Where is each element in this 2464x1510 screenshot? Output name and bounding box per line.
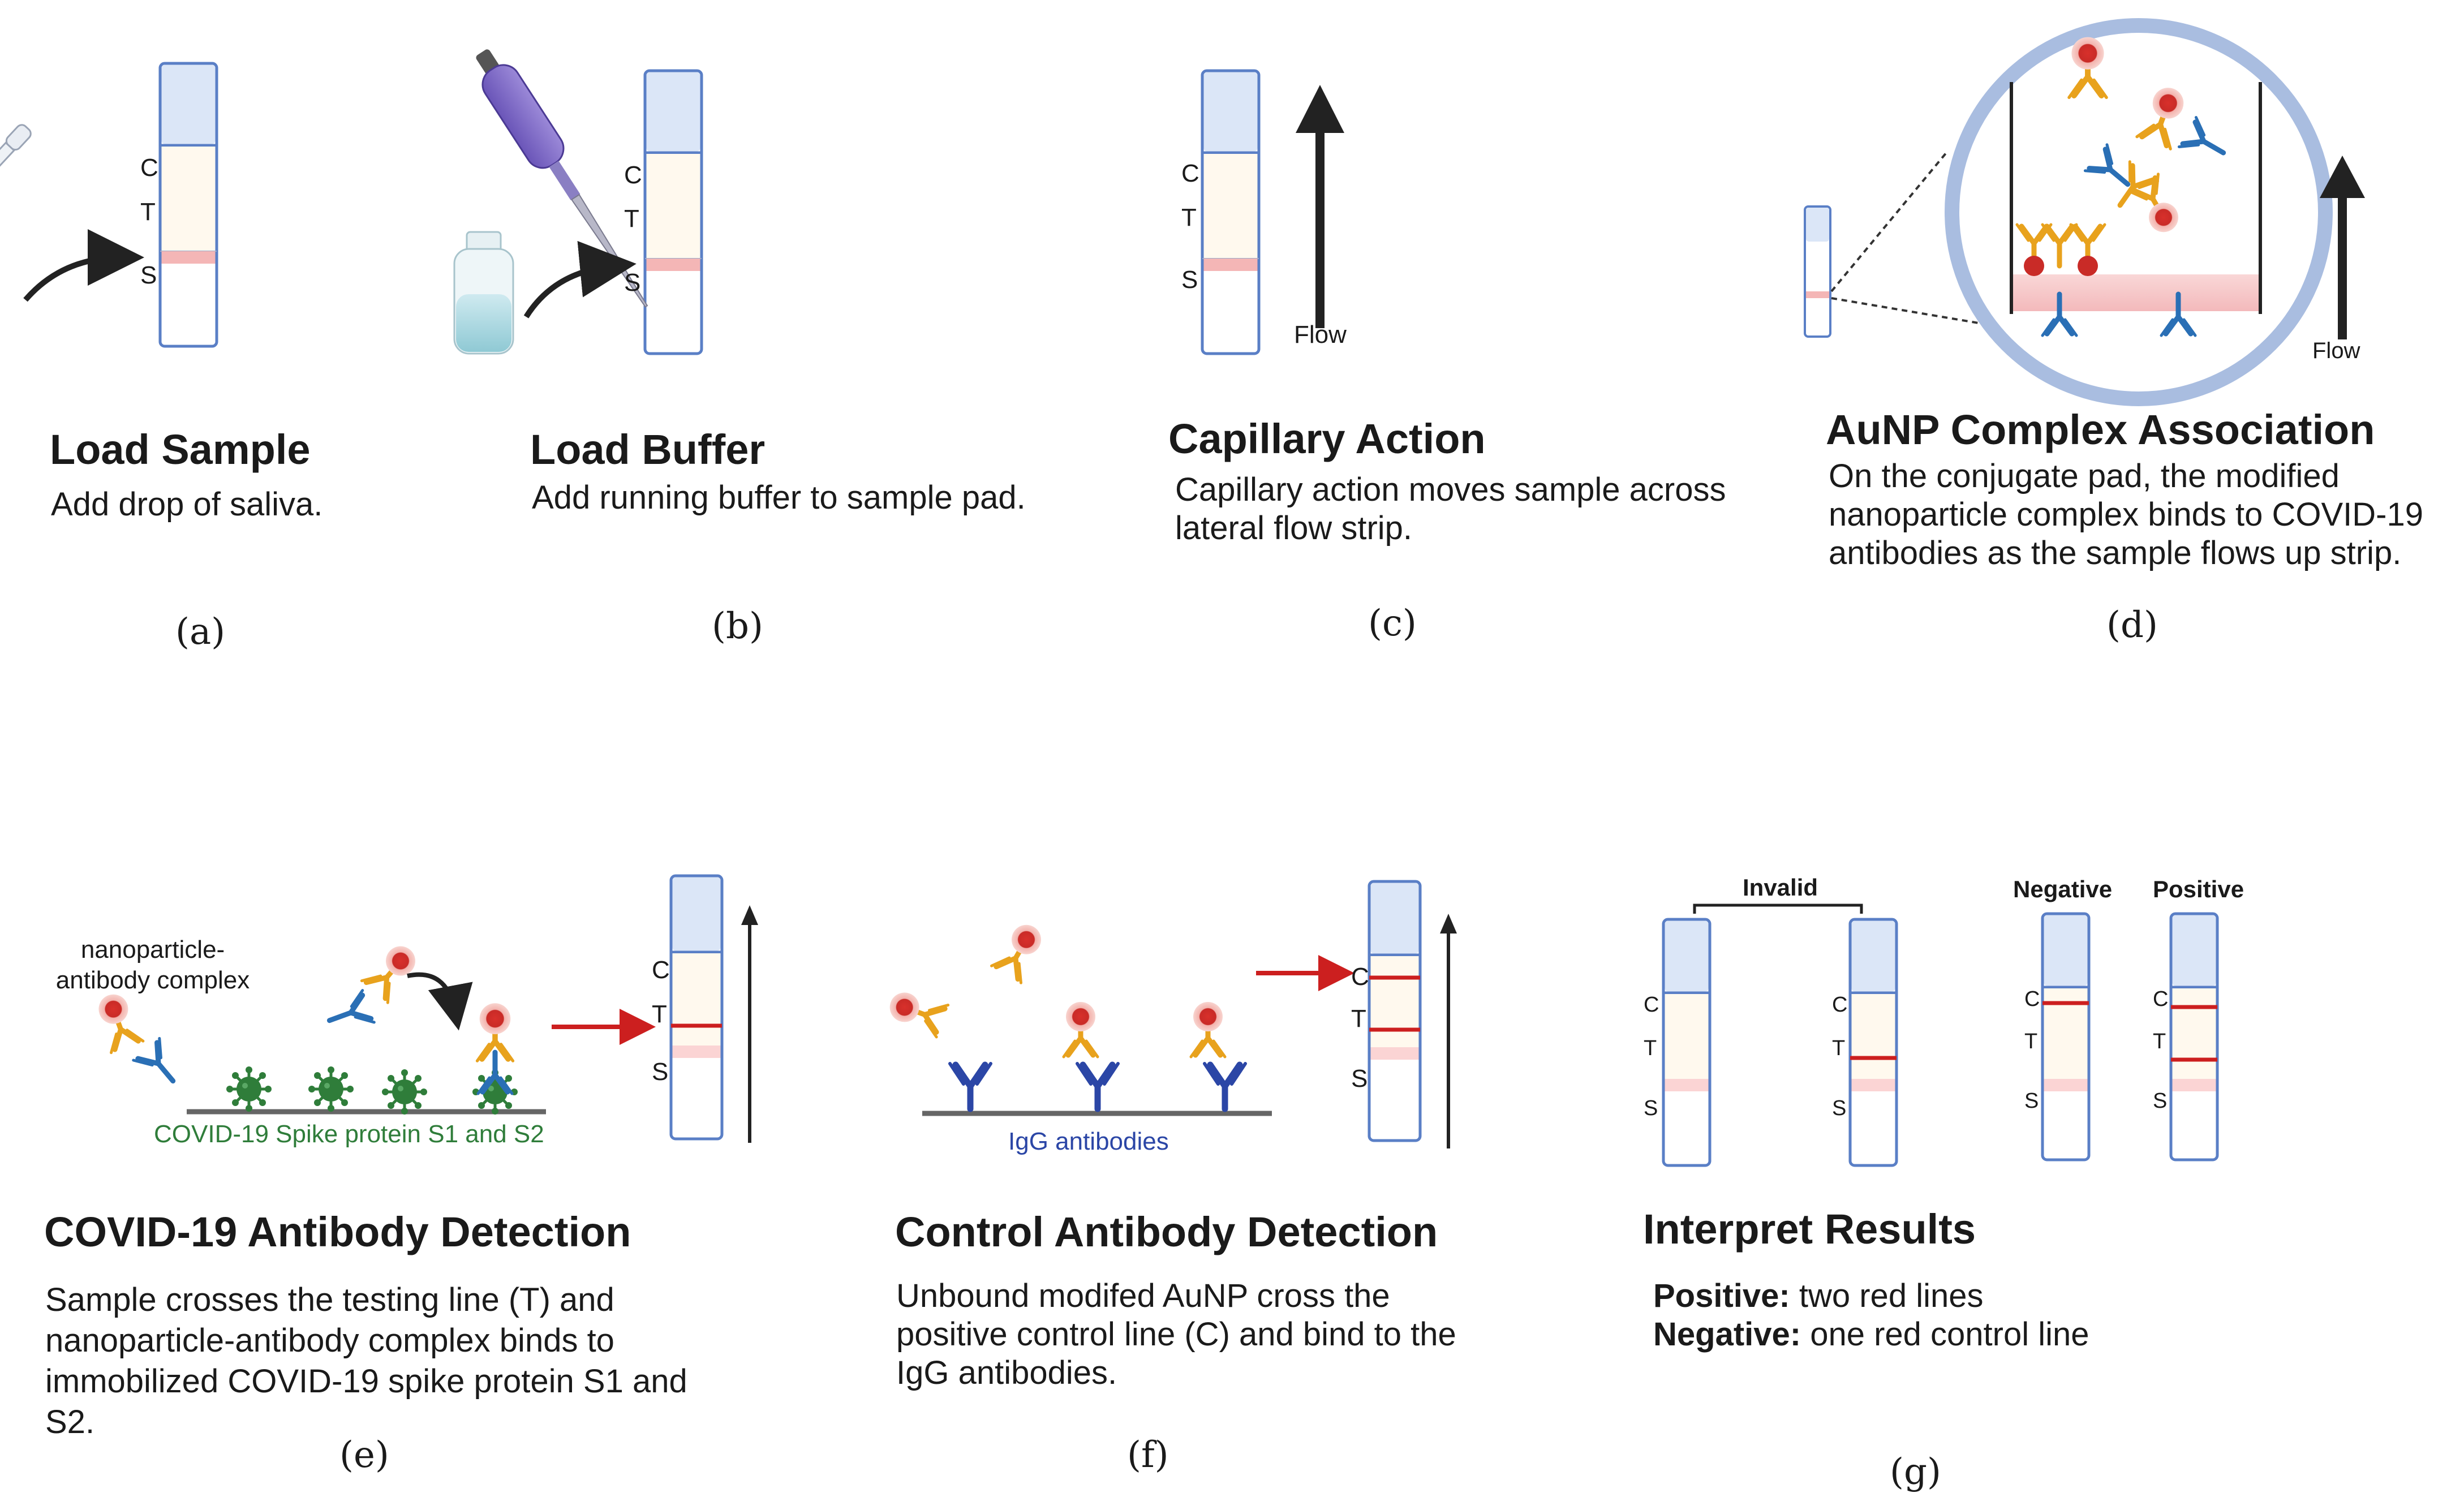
positive-key: Positive: [1653, 1277, 1790, 1314]
strip-letter-c: C [624, 161, 642, 189]
strip-letter-c: C [1181, 160, 1199, 187]
panel-f-graphic [885, 880, 1457, 1148]
strip-letter-c: C [652, 956, 670, 984]
small-strip [1804, 205, 1831, 338]
panel-a-desc: Add drop of saliva. [51, 486, 323, 523]
lateral-flow-strip [160, 63, 217, 346]
strip-letter-s: S [1351, 1065, 1368, 1092]
panel-e-desc: Sample crosses the testing line (T) and … [45, 1281, 687, 1440]
panel-c-label: (c) [1368, 603, 1417, 644]
lateral-flow-strip [669, 874, 724, 1141]
strip-letter-s: S [140, 261, 157, 289]
lateral-flow-strip [1202, 71, 1259, 354]
flow-label: Flow [1294, 321, 1347, 349]
strip-letter-t: T [652, 1000, 667, 1028]
panel-b-title: Load Buffer [530, 426, 766, 473]
strip-letter-s: S [652, 1058, 669, 1086]
invalid-label: Invalid [1743, 874, 1818, 901]
lateral-flow-strip [1368, 880, 1422, 1142]
flow-arrowhead [1296, 85, 1344, 133]
invalid-bracket [1693, 904, 1863, 914]
panel-c-desc: Capillary action moves sample across lat… [1175, 471, 1726, 547]
panel-c-graphic [1202, 71, 1344, 354]
strip-letter-t: T [2024, 1030, 2038, 1053]
panel-g-title: Interpret Results [1643, 1206, 1976, 1253]
panel-f-title: Control Antibody Detection [895, 1208, 1438, 1255]
strip-letter-c: C [1832, 993, 1848, 1017]
positive-text: two red lines [1799, 1277, 1984, 1314]
strip-letter-s: S [1181, 266, 1198, 294]
strip-letter-s: S [2153, 1089, 2168, 1113]
negative-result: Negative: one red control line [1653, 1315, 2089, 1354]
panel-d-desc: On the conjugate pad, the modified nanop… [1829, 458, 2423, 571]
lateral-flow-strip [645, 71, 702, 354]
strip-letter-c: C [1351, 963, 1369, 991]
strip-letter-s: S [1644, 1096, 1658, 1120]
panel-f-desc: Unbound modifed AuNP cross the positive … [896, 1277, 1456, 1391]
panel-b-label: (b) [712, 605, 763, 647]
panel-f-label: (f) [1127, 1434, 1169, 1476]
strip-letter-t: T [1644, 1036, 1657, 1060]
flow-arrowhead [2320, 156, 2365, 198]
flow-label: Flow [2312, 338, 2360, 363]
strip-letter-t: T [2153, 1030, 2166, 1053]
strip-letter-c: C [140, 154, 158, 182]
negative-key: Negative: [1653, 1316, 1801, 1353]
dropper-icon [0, 124, 32, 247]
strip-letter-c: C [1644, 993, 1659, 1017]
panel-d-title: AuNP Complex Association [1826, 406, 2375, 453]
invalid-strip-2 [1848, 918, 1898, 1167]
add-arrow [23, 229, 144, 302]
invalid-strip-1 [1662, 918, 1712, 1167]
panel-b-graphic [453, 49, 702, 355]
igg-surface-label: IgG antibodies [1008, 1128, 1169, 1155]
panel-g-label: (g) [1890, 1451, 1941, 1493]
panel-e-label: (e) [339, 1434, 389, 1476]
complex-label: nanoparticle-antibody complex [55, 936, 250, 994]
positive-label: Positive [2153, 876, 2244, 902]
negative-strip [2041, 912, 2091, 1161]
panel-d-label: (d) [2106, 604, 2158, 646]
panel-e-graphic [92, 874, 758, 1143]
panel-a-title: Load Sample [50, 426, 311, 473]
strip-letter-t: T [1351, 1005, 1366, 1033]
panel-d-graphic [1804, 18, 2365, 406]
panel-g-graphic [1662, 904, 2219, 1167]
add-arrow [523, 240, 637, 319]
strip-letter-t: T [1181, 204, 1197, 231]
negative-text: one red control line [1810, 1316, 2089, 1353]
positive-strip [2169, 912, 2219, 1161]
panel-b-desc: Add running buffer to sample pad. [532, 479, 1026, 516]
zoom-circle [1945, 18, 2333, 406]
strip-letter-c: C [2153, 987, 2169, 1011]
positive-result: Positive: two red lines [1653, 1277, 1983, 1315]
panel-a-label: (a) [175, 611, 226, 653]
strip-letter-t: T [140, 198, 156, 226]
strip-letter-c: C [2024, 987, 2040, 1011]
panel-a-graphic [0, 63, 217, 346]
strip-letter-s: S [1832, 1096, 1847, 1120]
strip-letter-t: T [624, 205, 639, 233]
panel-e-title: COVID-19 Antibody Detection [44, 1208, 631, 1255]
strip-letter-t: T [1832, 1036, 1846, 1060]
panel-c-title: Capillary Action [1168, 415, 1486, 462]
strip-letter-s: S [2024, 1089, 2039, 1113]
strip-letter-s: S [624, 269, 641, 296]
negative-label: Negative [2013, 876, 2113, 902]
buffer-bottle-icon [453, 231, 514, 355]
spike-surface-label: COVID-19 Spike protein S1 and S2 [154, 1120, 544, 1148]
